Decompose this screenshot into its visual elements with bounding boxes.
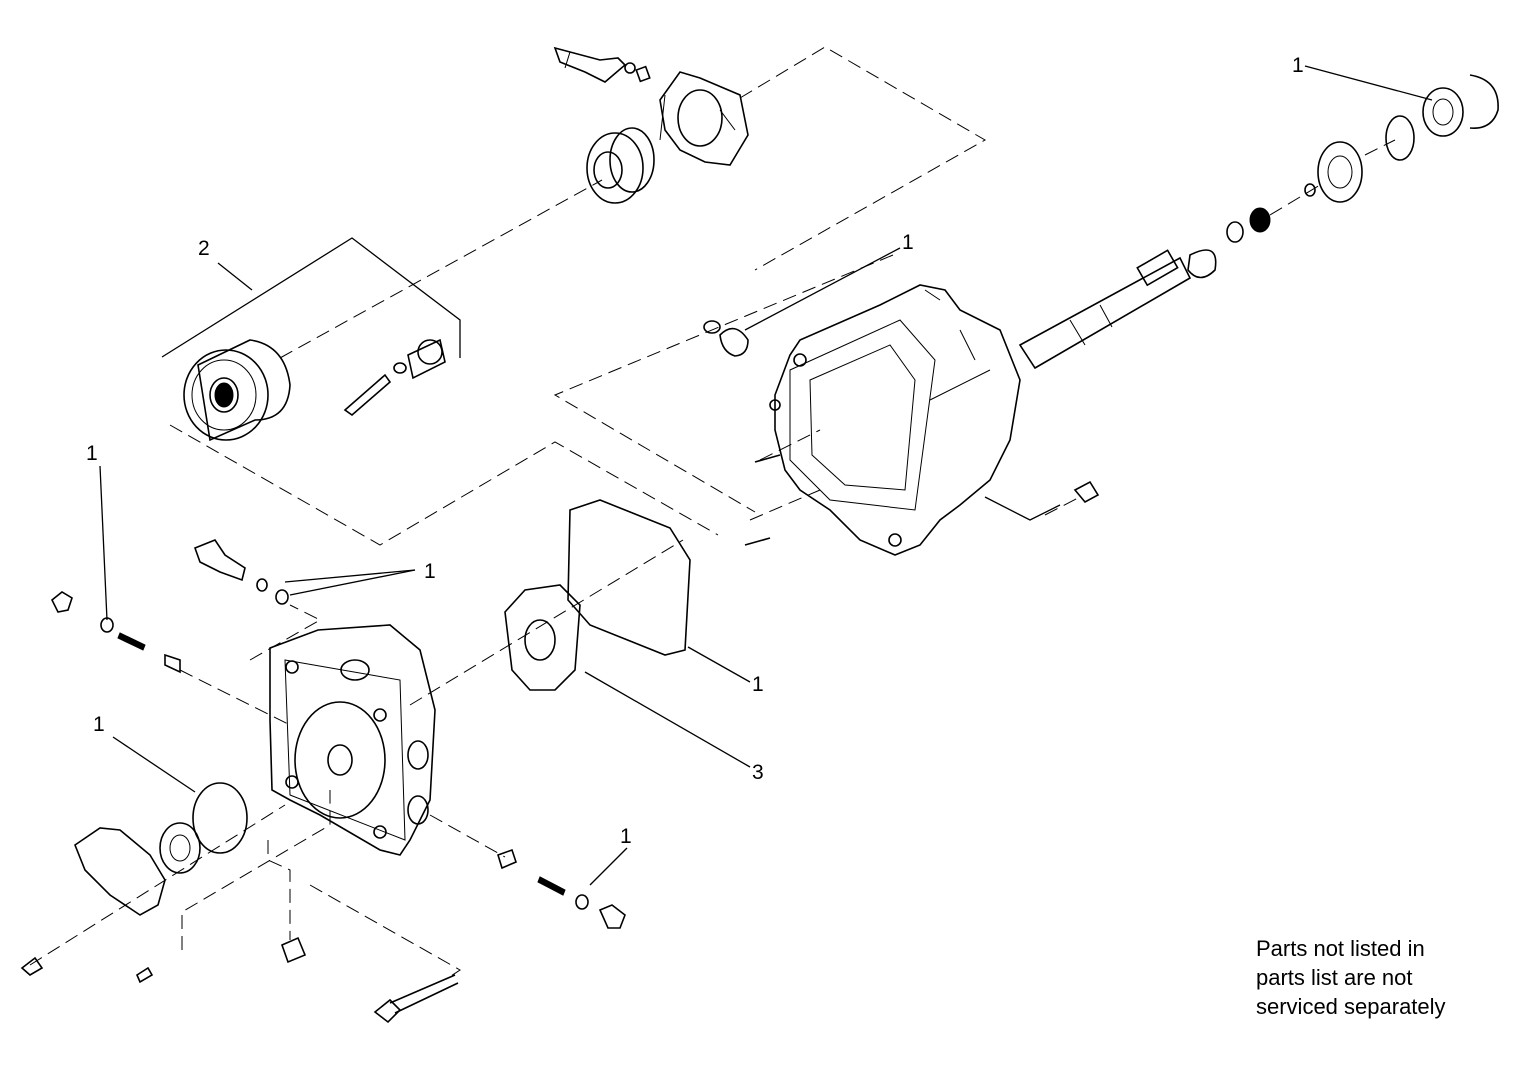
control-arm-lever <box>553 46 651 83</box>
o-ring-gasket <box>567 499 691 656</box>
relief-valve-right <box>497 848 626 929</box>
callout-2-rotating-group: 2 <box>198 237 210 260</box>
rotating-group <box>183 338 446 442</box>
callout-1-left-valve: 1 <box>86 442 98 465</box>
charge-pump-cover <box>74 782 248 916</box>
end-cap <box>269 624 436 856</box>
callout-1-shaft-seal: 1 <box>902 231 914 254</box>
callout-1-gasket: 1 <box>752 673 764 696</box>
service-note-line-1: Parts not listed in <box>1256 936 1425 961</box>
callout-1-check-valve: 1 <box>424 560 436 583</box>
phantom-outlines <box>29 46 1396 979</box>
service-note-line-3: serviced separately <box>1256 994 1446 1019</box>
swashplate-bracket <box>659 71 749 166</box>
pump-housing <box>703 284 1100 556</box>
valve-plate <box>504 584 581 691</box>
callout-1-charge-oring: 1 <box>93 713 105 736</box>
callout-1-top-right: 1 <box>1292 54 1304 77</box>
service-note: Parts not listed in parts list are not s… <box>1256 934 1506 1021</box>
relief-valve-left <box>50 591 181 674</box>
service-note-line-2: parts list are not <box>1256 965 1413 990</box>
tapered-roller-bearing <box>586 127 655 204</box>
retaining-ring-and-bearing <box>1187 74 1499 279</box>
leader-lines <box>99 65 1433 886</box>
bolts-and-plugs <box>20 936 459 1024</box>
check-valve-cartridge <box>193 539 289 605</box>
callout-3-valve-plate: 3 <box>752 761 764 784</box>
callout-1-right-valve: 1 <box>620 825 632 848</box>
drive-shaft <box>1018 249 1192 370</box>
